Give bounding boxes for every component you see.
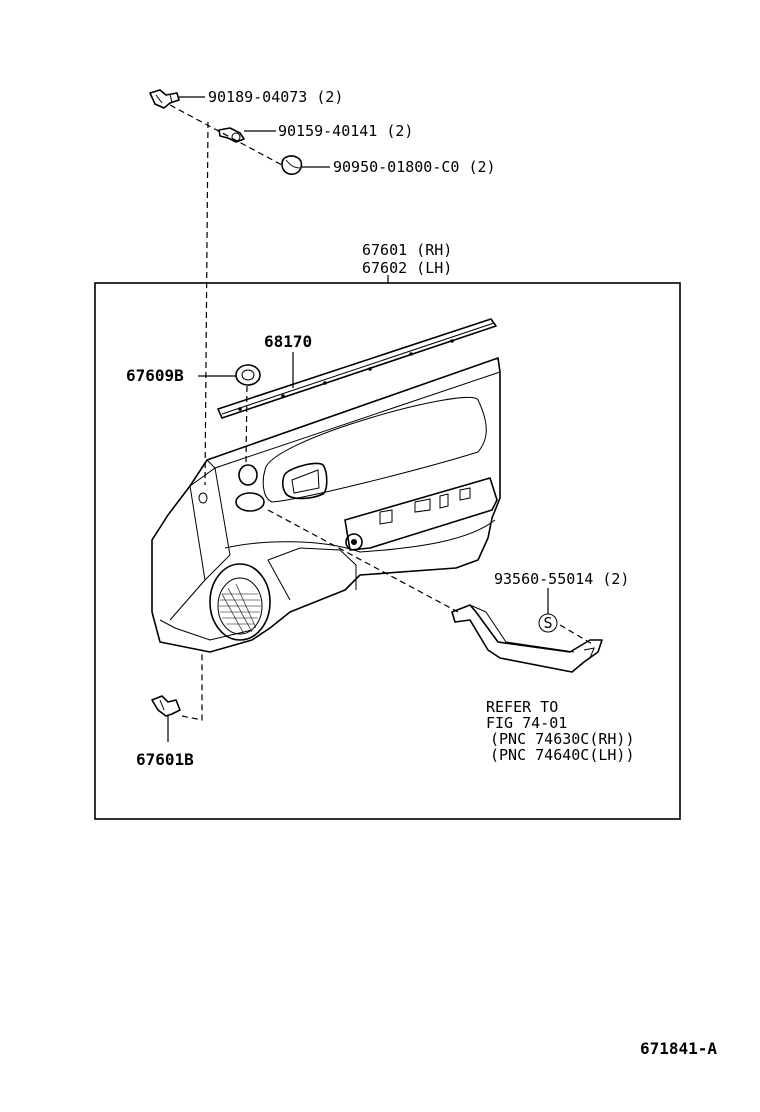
screw-small-icon — [218, 127, 245, 143]
handle-assembly-line — [267, 509, 459, 613]
reference-line4: (PNC 74640C(LH)) — [490, 746, 635, 764]
weatherstrip-part — [217, 318, 497, 419]
clip-bottom-icon — [151, 695, 181, 717]
clip-bottom-label: 67601B — [136, 750, 194, 769]
screw-top-icon — [149, 89, 180, 109]
screw-small-label: 90159-40141 (2) — [278, 122, 413, 140]
clip-dash — [181, 652, 203, 721]
assembly-line-top — [169, 104, 283, 166]
s-symbol-label: S — [543, 614, 552, 632]
screw-s-label: 93560-55014 (2) — [494, 570, 629, 588]
door-trim-panel — [151, 357, 501, 653]
grommet-dash — [245, 385, 248, 463]
reference-line2: FIG 74-01 — [486, 714, 567, 732]
panel-rh-label: 67601 (RH) — [362, 241, 452, 259]
handle-assembly-line-2 — [559, 624, 595, 646]
grommet-label: 67609B — [126, 366, 184, 385]
screw-top-label: 90189-04073 (2) — [208, 88, 343, 106]
reference-line1: REFER TO — [486, 698, 558, 716]
assembly-line-vertical — [204, 121, 209, 486]
weatherstrip-label: 68170 — [264, 332, 312, 351]
cap-icon — [281, 155, 303, 175]
figure-code: 671841-A — [640, 1039, 717, 1058]
pull-handle-part — [451, 604, 603, 673]
reference-line3: (PNC 74630C(RH)) — [490, 730, 635, 748]
s-symbol-icon: S — [538, 613, 558, 633]
grommet-icon — [235, 364, 261, 386]
cap-label: 90950-01800-C0 (2) — [333, 158, 496, 176]
panel-lh-label: 67602 (LH) — [362, 259, 452, 277]
